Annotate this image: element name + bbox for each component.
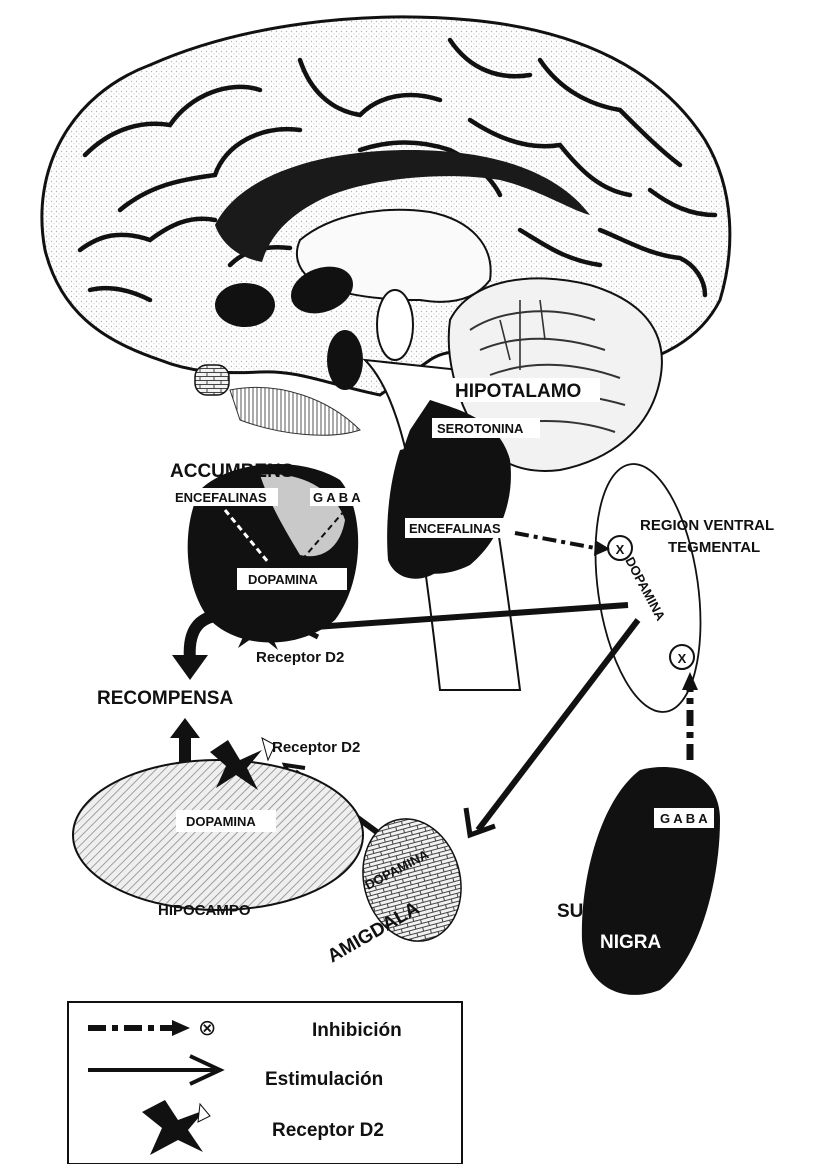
nucleus-3 — [327, 330, 363, 390]
nucleus-4 — [377, 290, 413, 360]
dopamina-accumbens-label: DOPAMINA — [248, 572, 318, 587]
basal-forebrain — [230, 387, 360, 435]
dopamina-hipocampo-label: DOPAMINA — [186, 814, 256, 829]
hipotalamo-label: HIPOTALAMO — [455, 381, 581, 402]
serotonina-label: SEROTONINA — [437, 421, 524, 436]
hippocampus-region: Receptor D2 DOPAMINA HIPOCAMPO — [73, 738, 363, 919]
encefalinas-accumbens-label: ENCEFALINAS — [175, 490, 267, 505]
substancia-label-1: SUBSTANCIA — [557, 901, 680, 922]
svg-text:X: X — [678, 651, 687, 666]
hipocampo-label: HIPOCAMPO — [158, 902, 251, 919]
region-ventral-label-1: REGION VENTRAL — [640, 517, 774, 534]
receptor-d2-label-b: Receptor D2 — [272, 739, 360, 756]
region-ventral-label-2: TEGMENTAL — [668, 539, 760, 556]
accumbens-label: ACCUMBENS — [170, 461, 294, 482]
nucleus-1 — [215, 283, 275, 327]
olfactory-bulb — [195, 365, 229, 395]
legend: ⊗ Inhibición Estimulación Receptor D2 — [68, 1002, 462, 1164]
substantia-nigra-region: G A B A SUBSTANCIA NIGRA — [557, 767, 720, 995]
legend-inhibicion-label: Inhibición — [312, 1020, 402, 1041]
gaba-substancia-label: G A B A — [660, 811, 708, 826]
encefalinas-hipotalamo-label: ENCEFALINAS — [409, 521, 501, 536]
legend-estimulacion-label: Estimulación — [265, 1069, 383, 1090]
svg-text:X: X — [616, 542, 625, 557]
substancia-label-2: NIGRA — [600, 932, 662, 953]
receptor-d2-label-a: Receptor D2 — [256, 649, 344, 666]
recompensa-label: RECOMPENSA — [97, 688, 233, 709]
legend-inhibition-symbol: ⊗ — [198, 1015, 216, 1040]
legend-receptor-label: Receptor D2 — [272, 1120, 384, 1141]
gaba-accumbens-label: G A B A — [313, 490, 361, 505]
vta-region: REGION VENTRAL TEGMENTAL DOPAMINA X X — [581, 457, 774, 718]
